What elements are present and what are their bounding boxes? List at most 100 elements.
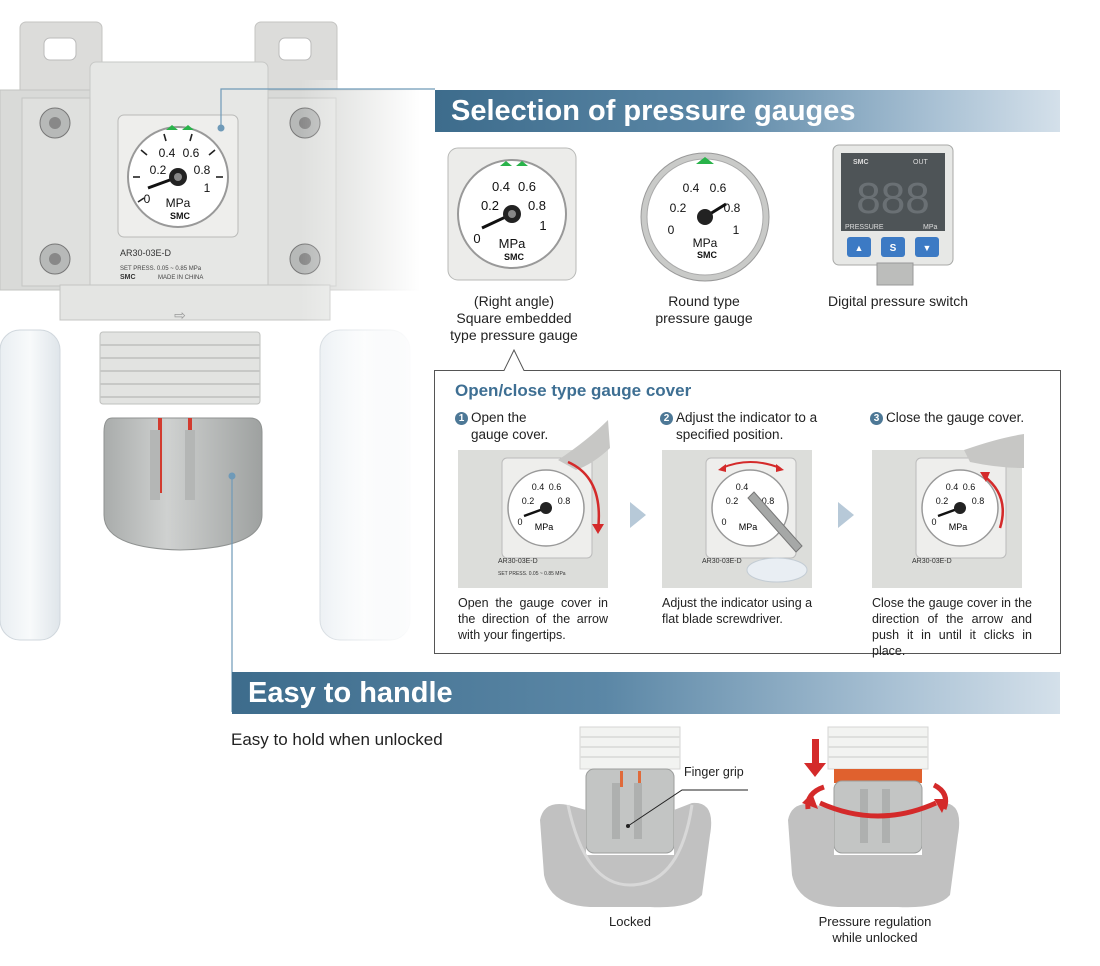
step-arrow-1 <box>630 502 646 528</box>
switch-up-button[interactable] <box>847 237 871 257</box>
unlocked-label: Pressure regulation while unlocked <box>790 914 960 946</box>
unlocked-label-line: Pressure regulation <box>818 914 932 929</box>
digital-pressure-switch-image: SMC OUT 888 PRESSURE MPa ▲ S ▼ <box>832 144 954 286</box>
square-gauge-image: 0 0.2 0.4 0.6 0.8 1 MPa SMC <box>447 147 577 281</box>
caption-line: Digital pressure switch <box>827 293 969 309</box>
step-2-description: Adjust the indicator using a flat blade … <box>662 596 813 626</box>
switch-unit-label: MPa <box>923 224 938 231</box>
switch-out-label: OUT <box>913 159 929 166</box>
svg-text:0.2: 0.2 <box>726 496 739 506</box>
ticklabel-08: 0.8 <box>194 163 211 177</box>
caption-square-gauge: (Right angle) Square embedded type press… <box>434 293 594 344</box>
svg-text:0.8: 0.8 <box>528 198 546 213</box>
svg-text:0.6: 0.6 <box>710 181 727 195</box>
step-2-number: 2 <box>660 412 673 425</box>
step-1-number: 1 <box>455 412 468 425</box>
svg-text:0.8: 0.8 <box>972 496 985 506</box>
step-3-description: Close the gauge cover in the direction o… <box>872 596 1032 658</box>
finger-grip-label: Finger grip <box>684 765 744 779</box>
switch-down-button[interactable] <box>915 237 939 257</box>
svg-text:MPa: MPa <box>739 522 758 532</box>
svg-text:0.4: 0.4 <box>736 482 749 492</box>
ticklabel-1: 1 <box>204 181 211 195</box>
svg-text:0.2: 0.2 <box>936 496 949 506</box>
step-2-image: 0 0.2 0.4 0.8 MPa AR30-03E-D <box>662 450 812 588</box>
svg-text:MPa: MPa <box>693 236 718 250</box>
svg-text:SET PRESS. 0.05 ~ 0.85 MPa: SET PRESS. 0.05 ~ 0.85 MPa <box>498 571 566 577</box>
ticklabel-04: 0.4 <box>159 146 176 160</box>
step-title-line: Close the gauge cover. <box>886 410 1025 425</box>
switch-set-label: S <box>890 243 897 254</box>
step-title-line: gauge cover. <box>471 427 549 442</box>
product-illustration: 0 0.2 0.4 0.6 0.8 1 MPa SMC AR30-03E-D S… <box>0 21 420 650</box>
svg-text:0.8: 0.8 <box>724 201 741 215</box>
caption-line: Square embedded <box>456 310 572 326</box>
step-title-line: Open the <box>471 410 527 425</box>
svg-text:0: 0 <box>668 223 675 237</box>
caption-line: type pressure gauge <box>450 327 578 343</box>
round-gauge-image: 00.20.4 0.60.81 MPa SMC <box>640 152 770 282</box>
svg-text:⇨: ⇨ <box>174 307 186 323</box>
gauge-brand: SMC <box>170 211 191 221</box>
unlocked-label-line: while unlocked <box>832 930 918 945</box>
switch-up-icon: ▲ <box>855 243 864 253</box>
finger-grip-leader <box>626 789 748 828</box>
svg-text:0.2: 0.2 <box>670 201 687 215</box>
svg-text:AR30-03E-D: AR30-03E-D <box>912 558 952 565</box>
caption-line: (Right angle) <box>473 293 555 309</box>
svg-text:0.4: 0.4 <box>532 482 545 492</box>
unlocked-illustration <box>788 726 960 908</box>
svg-text:1: 1 <box>539 218 546 233</box>
svg-text:0.4: 0.4 <box>492 179 510 194</box>
svg-text:0.4: 0.4 <box>683 181 700 195</box>
step-arrow-2 <box>838 502 854 528</box>
set-press-label: SET PRESS. 0.05 ~ 0.85 MPa <box>120 266 202 272</box>
svg-text:0: 0 <box>931 517 936 527</box>
ticklabel-02: 0.2 <box>150 163 167 177</box>
svg-text:0.8: 0.8 <box>762 496 775 506</box>
section-banner-easy-to-handle: Easy to handle <box>232 672 1060 714</box>
step-1-description: Open the gauge cover in the direction of… <box>458 596 608 642</box>
handle-subtitle: Easy to hold when unlocked <box>231 730 443 749</box>
svg-text:0.2: 0.2 <box>522 496 535 506</box>
switch-down-icon: ▼ <box>923 243 932 253</box>
step-title-line: specified position. <box>676 427 784 442</box>
step-title-line: Adjust the indicator to a <box>676 410 818 425</box>
svg-text:0: 0 <box>517 517 522 527</box>
svg-text:0.6: 0.6 <box>963 482 976 492</box>
step-1-image: 0 0.2 0.4 0.6 0.8 MPa AR30-03E-D SET PRESS. … <box>458 420 610 588</box>
device-brand: SMC <box>120 274 136 281</box>
svg-text:0: 0 <box>473 231 480 246</box>
caption-line: pressure gauge <box>655 310 753 326</box>
svg-text:MPa: MPa <box>499 236 527 251</box>
caption-line: Round type <box>668 293 740 309</box>
caption-round-gauge: Round type pressure gauge <box>624 293 784 327</box>
section-banner-pressure-gauges: Selection of pressure gauges <box>435 90 1060 132</box>
gauge-unit: MPa <box>166 196 191 210</box>
svg-text:AR30-03E-D: AR30-03E-D <box>498 558 538 565</box>
svg-text:MPa: MPa <box>949 522 968 532</box>
cover-section-title: Open/close type gauge cover <box>455 381 692 400</box>
svg-text:0.8: 0.8 <box>558 496 571 506</box>
svg-text:0.6: 0.6 <box>518 179 536 194</box>
svg-text:0.6: 0.6 <box>549 482 562 492</box>
svg-text:AR30-03E-D: AR30-03E-D <box>702 558 742 565</box>
switch-set-button[interactable] <box>881 237 905 257</box>
svg-text:SMC: SMC <box>504 252 525 262</box>
svg-text:0.2: 0.2 <box>481 198 499 213</box>
ticklabel-0: 0 <box>144 192 151 206</box>
caption-digital-switch: Digital pressure switch <box>808 293 988 310</box>
locked-label: Locked <box>609 914 651 929</box>
switch-pressure-label: PRESSURE <box>845 224 884 231</box>
locked-illustration <box>540 726 712 908</box>
svg-text:MPa: MPa <box>535 522 554 532</box>
svg-text:0: 0 <box>721 517 726 527</box>
model-label: AR30-03E-D <box>120 248 172 258</box>
made-in-label: MADE IN CHINA <box>158 275 203 281</box>
ticklabel-06: 0.6 <box>183 146 200 160</box>
step-3-number: 3 <box>870 412 883 425</box>
